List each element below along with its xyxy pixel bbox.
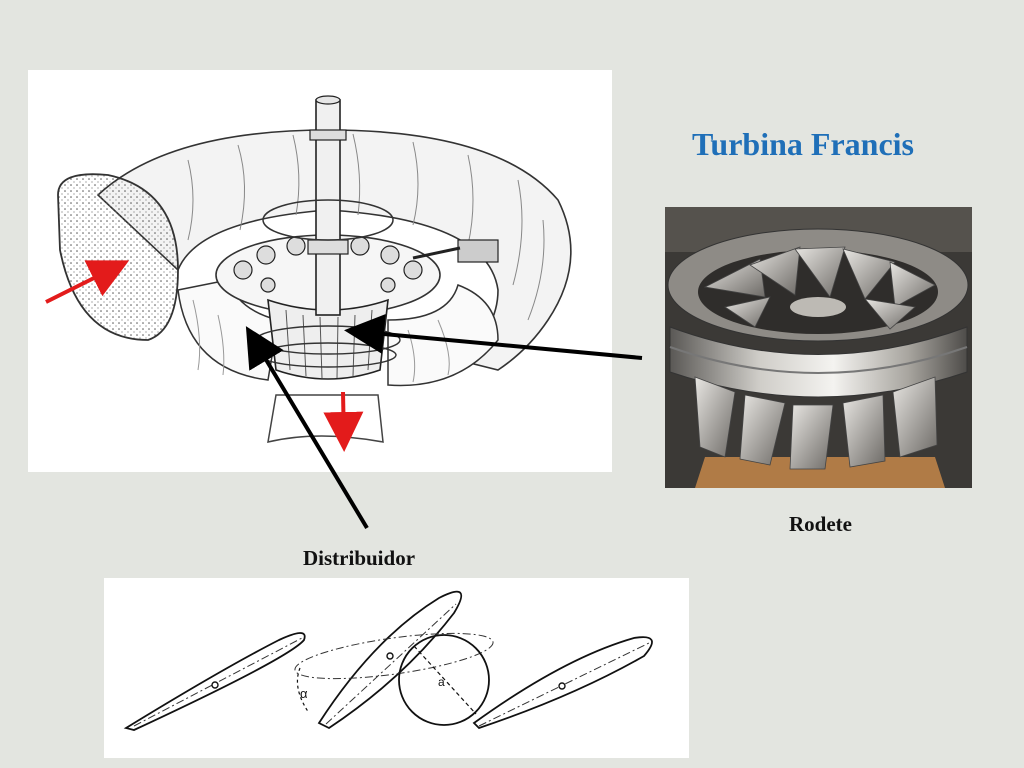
rodete-pointer-black-arrow-icon	[344, 314, 643, 360]
throat-dimension-line	[413, 645, 477, 715]
runner-photo-rendering	[665, 207, 972, 488]
slide-title: Turbina Francis	[692, 126, 914, 162]
alpha-symbol: α	[300, 686, 308, 701]
guide-vane-drawing: α a	[123, 590, 653, 731]
runner-band	[669, 326, 968, 398]
inlet-flow-red-arrow-icon	[45, 260, 130, 304]
spiral-casing-front-right	[387, 284, 499, 387]
runner-blades-top	[703, 246, 936, 330]
guide-vane-profiles-diagram: α a	[104, 578, 689, 758]
throat-a-symbol: a	[438, 675, 445, 689]
label-distribuidor: Distribuidor	[303, 546, 416, 570]
alpha-angle-arc	[296, 667, 310, 714]
outlet-flow-red-arrow-icon	[323, 391, 364, 452]
head-cover	[262, 199, 394, 241]
regulating-rod	[412, 246, 461, 260]
servomotor	[457, 239, 499, 263]
turbine-drawing	[57, 95, 572, 443]
distribuidor-pointer-black-arrow-icon	[245, 326, 369, 530]
throat-circle	[398, 634, 490, 726]
guide-vane-center	[317, 590, 463, 730]
francis-runner-photo	[665, 207, 972, 488]
label-rodete: Rodete	[789, 512, 852, 536]
runner-blades-bottom	[694, 376, 938, 470]
spiral-inlet-opening	[57, 173, 179, 341]
